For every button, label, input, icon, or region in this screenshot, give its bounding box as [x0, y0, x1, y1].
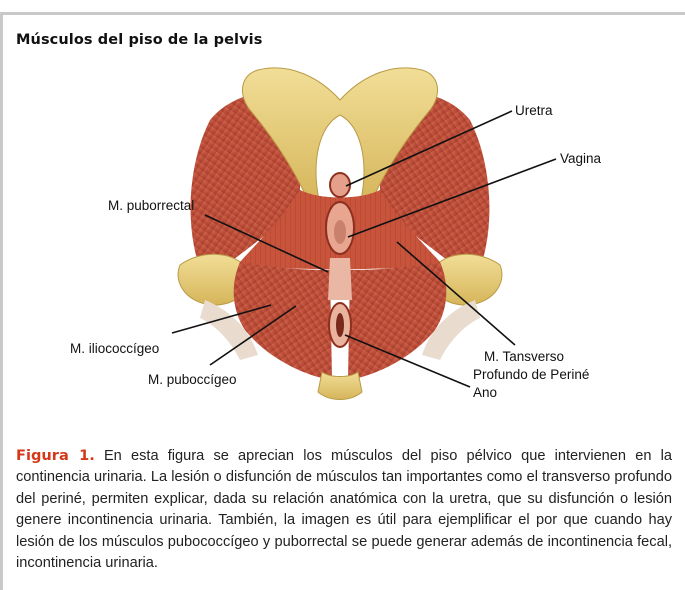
levator-ani-left	[234, 262, 332, 380]
label-transverso-line2: Profundo de Periné	[473, 367, 589, 382]
caption-figure-label: Figura 1.	[16, 447, 95, 464]
perineal-body	[328, 258, 352, 300]
coccyx-bone	[318, 372, 362, 400]
anus-inner	[336, 313, 344, 337]
pelvic-floor-illustration: Uretra Vagina M. puborrectal M. iliococc…	[0, 0, 685, 420]
vagina-inner	[334, 220, 346, 244]
levator-ani-right	[348, 262, 446, 380]
figure-caption: Figura 1. En esta figura se aprecian los…	[16, 445, 672, 575]
label-ano: Ano	[473, 385, 497, 400]
label-vagina: Vagina	[560, 151, 602, 166]
label-pubococcigeo: M. puboccígeo	[148, 372, 237, 387]
label-transverso-line1: M. Tansverso	[484, 349, 564, 364]
label-uretra: Uretra	[515, 103, 553, 118]
label-puborrectal: M. puborrectal	[108, 198, 194, 213]
caption-text: En esta figura se aprecian los músculos …	[16, 448, 672, 572]
label-iliococcigeo: M. iliococcígeo	[70, 341, 159, 356]
